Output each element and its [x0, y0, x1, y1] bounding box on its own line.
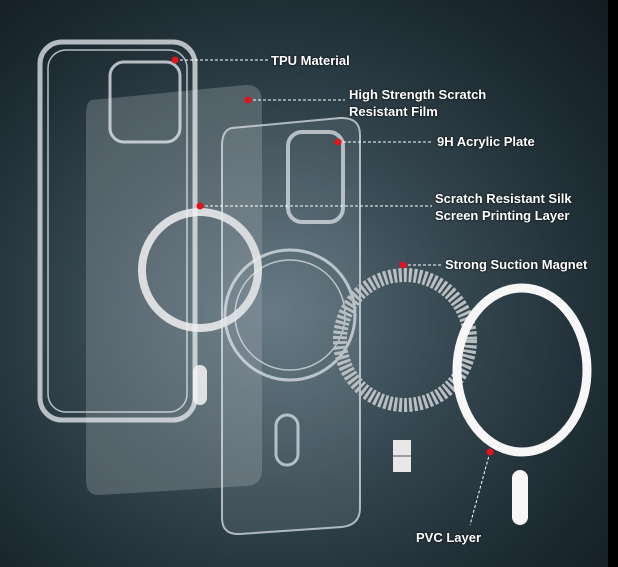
right-edge-border	[608, 0, 618, 567]
acrylic-plate	[221, 116, 361, 536]
label-tpu-material: TPU Material	[271, 53, 350, 68]
label-pvc-layer: PVC Layer	[416, 530, 482, 545]
scratch-resistant-film	[86, 84, 262, 496]
tpu-case	[37, 39, 198, 423]
label-acrylic-plate: 9H Acrylic Plate	[437, 134, 535, 149]
marker-dots	[171, 56, 494, 456]
label-silk-line2: Screen Printing Layer	[435, 208, 570, 223]
suction-magnet	[333, 268, 477, 472]
pvc-layer	[452, 283, 592, 525]
label-silk-line1: Scratch Resistant Silk	[435, 191, 572, 206]
label-film-line2: Resistant Film	[349, 104, 438, 119]
leader-lines	[175, 59, 491, 526]
label-film: High Strength Scratch Resistant Film	[349, 86, 486, 120]
label-magnet: Strong Suction Magnet	[445, 257, 588, 272]
label-silk-screen: Scratch Resistant Silk Screen Printing L…	[435, 190, 572, 224]
label-film-line1: High Strength Scratch	[349, 87, 487, 102]
